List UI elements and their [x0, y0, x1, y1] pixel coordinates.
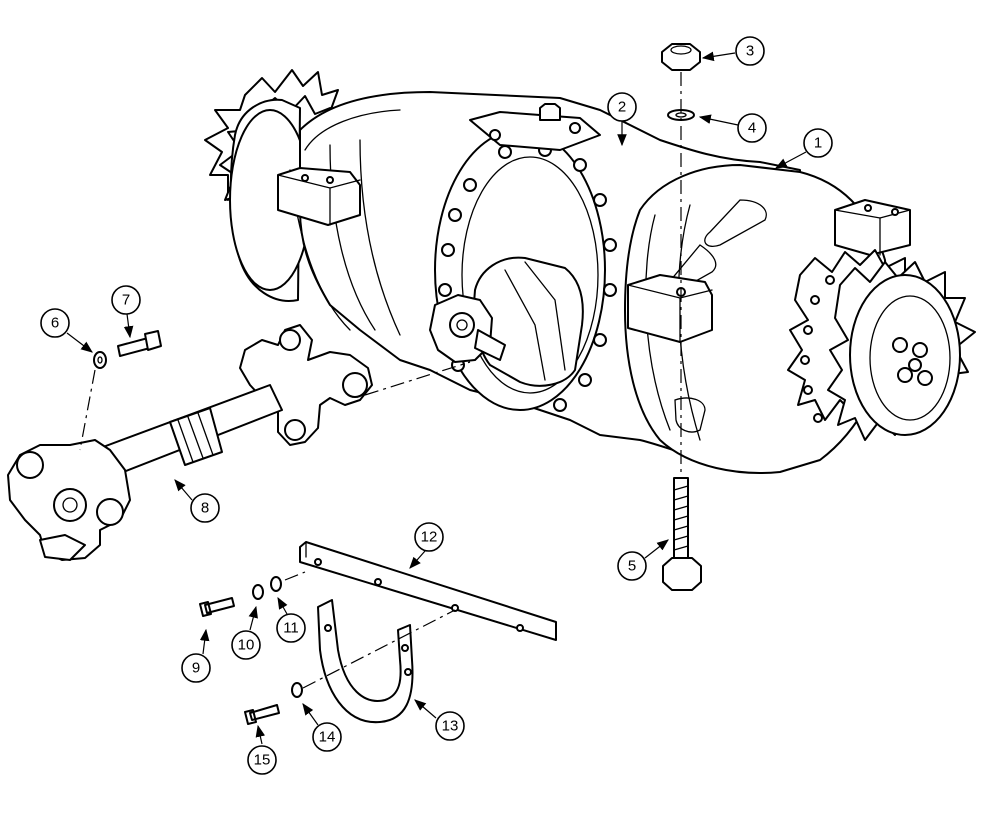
svg-text:5: 5 [628, 558, 636, 575]
callout-10: 10 [231, 605, 261, 660]
callout-3: 3 [701, 36, 765, 66]
callout-2: 2 [607, 92, 637, 147]
svg-text:12: 12 [421, 529, 438, 546]
svg-text:3: 3 [746, 43, 754, 60]
callout-11: 11 [276, 596, 306, 643]
svg-text:15: 15 [254, 752, 271, 769]
cap-screw [117, 330, 162, 357]
drum-bolts [800, 275, 835, 423]
drive-shaft [7, 324, 373, 561]
mounting-bolt [662, 477, 702, 591]
mounting-pad-right [834, 199, 911, 256]
nut [661, 43, 701, 71]
callout-15: 15 [247, 724, 277, 775]
svg-text:8: 8 [201, 500, 209, 517]
svg-text:13: 13 [442, 718, 459, 735]
mounting-pad-left [277, 167, 361, 226]
bolt-9 [199, 597, 235, 617]
washer-11 [270, 576, 282, 592]
svg-text:10: 10 [238, 637, 255, 654]
callout-6: 6 [40, 308, 93, 353]
mounting-pad-center [627, 274, 713, 343]
callout-5: 5 [617, 539, 669, 581]
callout-13: 13 [414, 699, 465, 741]
svg-text:2: 2 [618, 99, 626, 116]
bolt-15 [244, 704, 280, 725]
hub-studs [892, 337, 933, 386]
svg-text:14: 14 [319, 729, 336, 746]
washer-14 [291, 682, 303, 698]
strap [299, 541, 557, 641]
u-bracket [317, 599, 414, 724]
svg-text:11: 11 [283, 620, 299, 637]
callout-1: 1 [774, 128, 833, 169]
callout-9: 9 [181, 628, 211, 683]
right-sprocket [787, 249, 976, 441]
washer-10 [252, 584, 264, 600]
axle-housing [204, 69, 976, 474]
svg-text:7: 7 [122, 292, 130, 309]
breather-fitting [539, 103, 561, 121]
svg-text:4: 4 [748, 120, 756, 137]
callout-14: 14 [302, 703, 342, 752]
callout-4: 4 [698, 113, 767, 143]
callout-8: 8 [174, 479, 220, 523]
svg-text:6: 6 [51, 315, 59, 332]
callout-12: 12 [409, 522, 444, 569]
svg-text:1: 1 [814, 135, 822, 152]
svg-text:9: 9 [192, 660, 200, 677]
washer-small [93, 351, 107, 369]
input-yoke [429, 294, 506, 363]
callout-7: 7 [111, 285, 141, 339]
center-lines [79, 72, 682, 689]
